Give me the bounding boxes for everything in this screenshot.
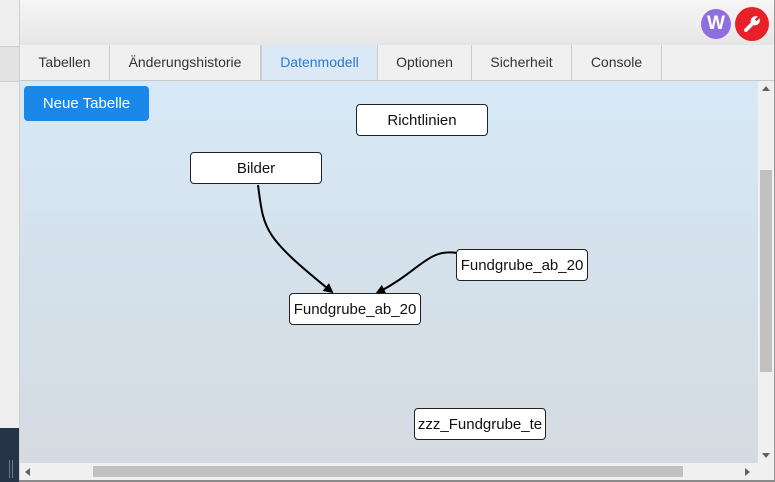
scroll-right-arrow-icon[interactable]: [745, 468, 750, 476]
left-panel-dark-area: [0, 428, 19, 482]
scroll-left-arrow-icon[interactable]: [25, 468, 30, 476]
scroll-down-arrow-icon[interactable]: [762, 453, 770, 458]
tab-datenmodell[interactable]: Datenmodell: [261, 45, 378, 80]
table-node-fundgrube-right[interactable]: Fundgrube_ab_20: [456, 249, 588, 281]
vertical-scroll-thumb[interactable]: [760, 170, 772, 372]
tab-tabellen[interactable]: Tabellen: [20, 45, 110, 80]
relation-edge-fundgrube: [375, 251, 458, 294]
data-model-canvas[interactable]: Neue Tabelle Richtlinien Bilder Fundgrub…: [20, 81, 758, 463]
horizontal-scroll-thumb[interactable]: [93, 466, 683, 477]
table-node-richtlinien[interactable]: Richtlinien: [356, 104, 488, 136]
wrench-icon: [743, 16, 760, 33]
table-node-bilder[interactable]: Bilder: [190, 152, 322, 184]
tab-console[interactable]: Console: [572, 45, 662, 80]
scroll-up-arrow-icon[interactable]: [762, 86, 770, 91]
tools-button[interactable]: [735, 7, 769, 41]
relation-edge-bilder: [257, 184, 334, 294]
tab-aenderungshistorie[interactable]: Änderungshistorie: [110, 45, 261, 80]
table-node-zzz-fundgrube[interactable]: zzz_Fundgrube_te: [414, 408, 546, 440]
tab-bar: Tabellen Änderungshistorie Datenmodell O…: [20, 45, 775, 81]
scrollbar-corner: [758, 463, 774, 480]
left-panel-band: [0, 46, 19, 82]
tab-optionen[interactable]: Optionen: [378, 45, 472, 80]
horizontal-scrollbar[interactable]: [20, 463, 758, 480]
user-avatar[interactable]: W: [701, 9, 731, 39]
resize-grip-icon[interactable]: [9, 460, 13, 478]
top-header: W: [20, 0, 775, 46]
table-node-fundgrube-center[interactable]: Fundgrube_ab_20: [289, 293, 421, 325]
vertical-scrollbar[interactable]: [758, 81, 774, 463]
left-side-panel: [0, 0, 20, 482]
window-bottom-border: [19, 480, 775, 482]
tab-sicherheit[interactable]: Sicherheit: [472, 45, 572, 80]
relation-lines: [257, 184, 458, 294]
new-table-button[interactable]: Neue Tabelle: [24, 86, 149, 121]
